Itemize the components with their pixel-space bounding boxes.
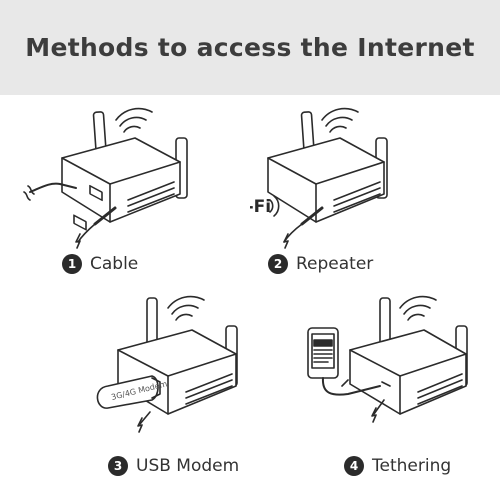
method-cable-panel: 1 Cable	[0, 100, 250, 290]
method-cable-caption: 1 Cable	[62, 254, 138, 274]
step-number-badge: 2	[268, 254, 288, 274]
method-tethering-caption: 4 Tethering	[344, 456, 451, 476]
method-repeater-caption: 2 Repeater	[268, 254, 373, 274]
method-label: Tethering	[372, 456, 452, 476]
method-usb-modem-caption: 3 USB Modem	[108, 456, 239, 476]
step-number-badge: 3	[108, 456, 128, 476]
method-label: Cable	[90, 254, 139, 274]
step-number-badge: 4	[344, 456, 364, 476]
step-number-badge: 1	[62, 254, 82, 274]
page-title: Methods to access the Internet	[25, 33, 475, 62]
method-label: USB Modem	[136, 456, 240, 476]
wifi-text: Wi-Fi	[250, 197, 271, 217]
router-repeater-illustration: Wi-Fi	[250, 107, 388, 249]
router-cable-illustration	[23, 107, 188, 249]
method-repeater-panel: Wi-Fi 2 Repeater	[250, 100, 500, 290]
router-tethering-illustration	[307, 295, 468, 423]
method-usb-modem-panel: 3G/4G Modem 3 USB Modem	[0, 290, 250, 480]
method-label: Repeater	[296, 254, 374, 274]
method-tethering-panel: 4 Tethering	[250, 290, 500, 480]
router-usb-modem-illustration: 3G/4G Modem	[96, 295, 238, 433]
title-banner: Methods to access the Internet	[0, 0, 500, 95]
